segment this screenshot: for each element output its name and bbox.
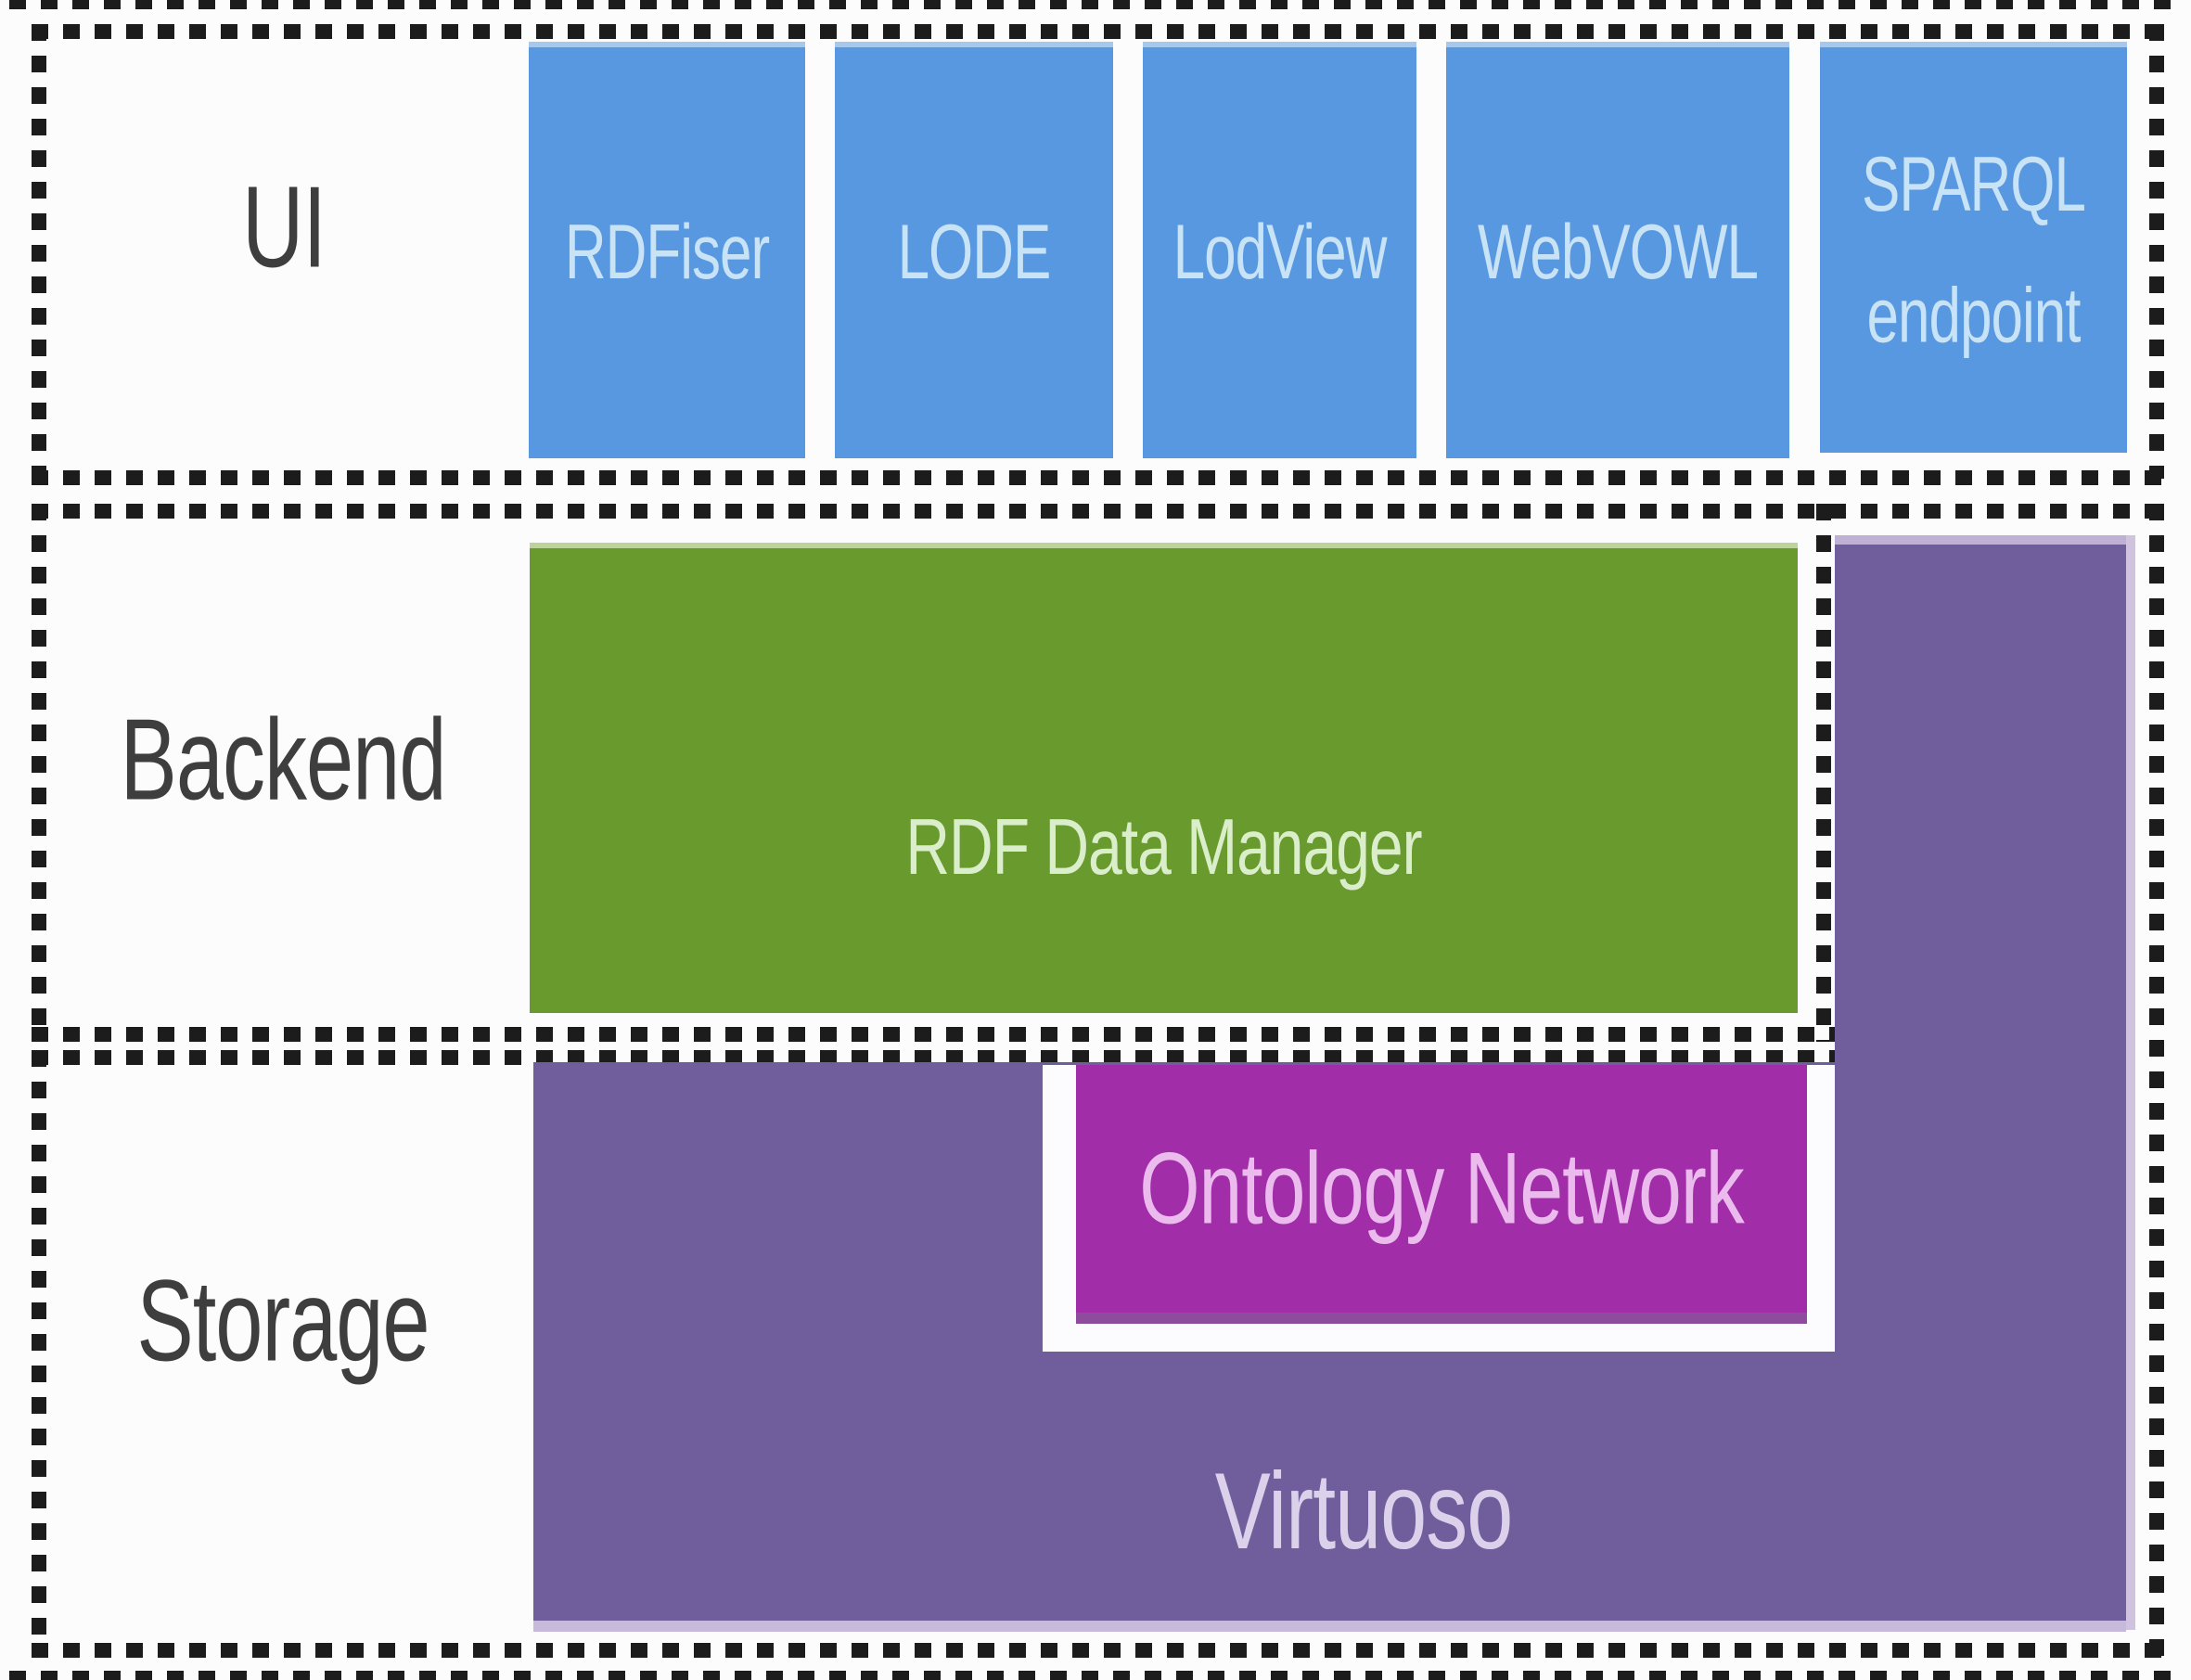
rdf-data-manager-label: RDF Data Manager: [905, 801, 1422, 891]
right-channel-dashed-border: [2149, 504, 2164, 1658]
ui-box-lodview-label: LodView: [1172, 209, 1388, 297]
outer-bottom-dashed-border: [9, 1671, 2182, 1680]
ui-layer-top-border: [32, 24, 2165, 39]
ui-box-sparql-endpoint-label: SPARQL endpoint: [1862, 141, 2086, 359]
ui-box-lode: LODE: [835, 42, 1113, 458]
backend-layer-left-border: [32, 504, 46, 1042]
ui-layer-label-text: UI: [242, 163, 327, 292]
ontology-network-label: Ontology Network: [1139, 1131, 1745, 1245]
ui-box-sparql-endpoint: SPARQL endpoint: [1820, 42, 2127, 453]
virtuoso-right-edge-highlight: [2126, 535, 2135, 1630]
backend-layer-label-text: Backend: [120, 696, 446, 825]
ui-box-rdfiser-label: RDFiser: [564, 209, 770, 297]
ui-layer-bottom-border: [32, 470, 2165, 485]
ui-layer-label: UI: [52, 163, 516, 291]
storage-layer-label-text: Storage: [136, 1257, 429, 1386]
outer-top-dashed-border: [9, 0, 2182, 9]
ui-box-lode-label: LODE: [897, 209, 1052, 297]
rdf-data-manager-box: RDF Data Manager: [530, 543, 1798, 1013]
ui-box-webvowl: WebVOWL: [1446, 42, 1789, 458]
backend-layer-label: Backend: [51, 696, 515, 824]
ui-layer-left-border: [32, 24, 46, 479]
ontology-network-box: Ontology Network: [1076, 1065, 1807, 1324]
virtuoso-label-text: Virtuoso: [1214, 1451, 1514, 1572]
ui-box-webvowl-label: WebVOWL: [1478, 209, 1759, 297]
ui-layer-right-border: [2149, 24, 2164, 479]
storage-layer-left-border: [32, 1050, 46, 1658]
storage-layer-label: Storage: [51, 1257, 515, 1385]
ui-box-rdfiser: RDFiser: [529, 42, 805, 458]
backend-layer-right-border: [1816, 504, 1831, 1042]
storage-layer-bottom-border: [32, 1643, 2165, 1658]
backend-layer-bottom-border: [32, 1027, 1835, 1042]
backend-layer-top-border: [32, 504, 2165, 519]
virtuoso-label: Virtuoso: [928, 1451, 1800, 1571]
ui-box-lodview: LodView: [1143, 42, 1416, 458]
storage-layer-top-border: [32, 1050, 1835, 1065]
